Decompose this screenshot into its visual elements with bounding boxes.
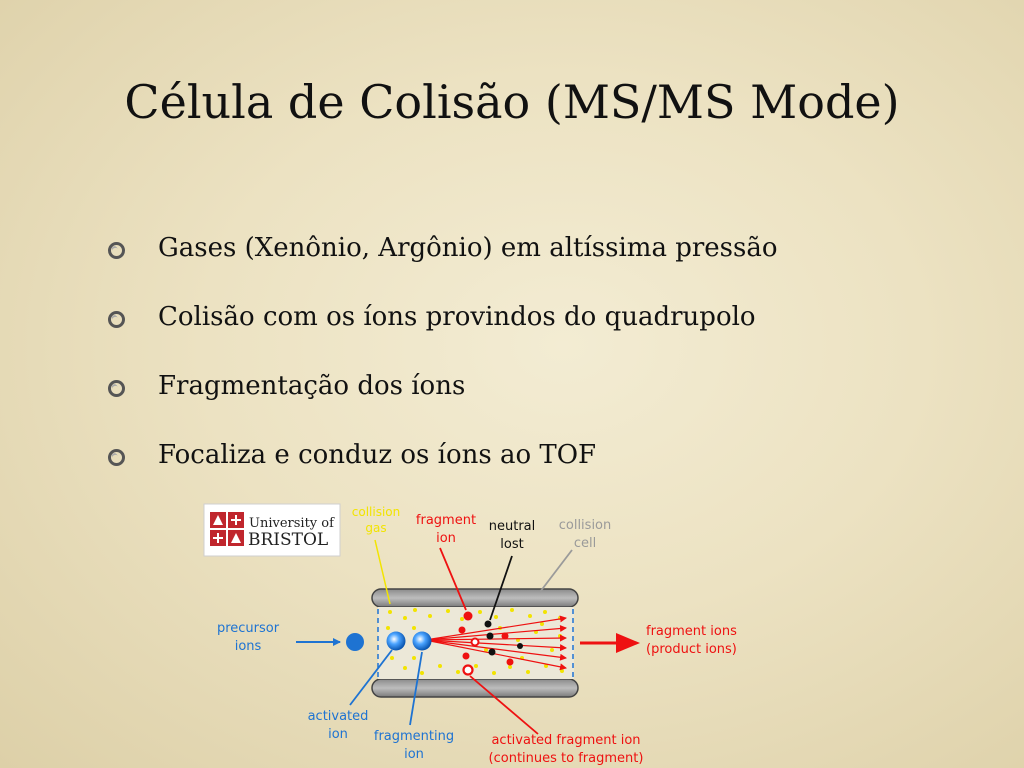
logo-line1: University of: [249, 516, 335, 531]
label-collision-cell-2: cell: [574, 536, 596, 551]
activated-pointer: [349, 649, 393, 706]
activated-fragment-pointer: [469, 675, 539, 735]
bullet-text: Colisão com os íons provindos do quadrup…: [158, 302, 756, 332]
label-neutral-lost-1: neutral: [489, 519, 536, 534]
logo-crest-icon: [210, 512, 244, 546]
bullet-text: Fragmentação dos íons: [158, 371, 466, 401]
activated-ion: [386, 631, 406, 651]
neutral-pointer: [489, 555, 513, 621]
cell-pointer: [539, 549, 573, 593]
logo-line2: BRISTOL: [248, 530, 328, 550]
gas-particles: [386, 608, 564, 675]
bullet-text: Gases (Xenônio, Argônio) em altíssima pr…: [158, 233, 778, 263]
logo-background: [203, 503, 341, 557]
label-fragment-ion-2: ion: [436, 531, 456, 546]
fragment-trajectories: [424, 615, 567, 671]
bullet-ring-icon: [108, 380, 125, 397]
cell-bottom-rod: [371, 678, 579, 698]
bullet-ring-icon: [108, 449, 125, 466]
label-product-ions: (product ions): [646, 642, 737, 657]
bullet-list: Gases (Xenônio, Argônio) em altíssima pr…: [108, 222, 778, 498]
output-arrow: [580, 633, 640, 653]
bullet-item: Gases (Xenônio, Argônio) em altíssima pr…: [108, 222, 778, 291]
label-collision-gas-2: gas: [365, 521, 386, 535]
label-fragmenting-ion-2: ion: [404, 747, 424, 762]
label-collision-cell-1: collision: [559, 518, 612, 533]
label-activated-fragment-2: (continues to fragment): [489, 751, 644, 766]
fragment-ions: [458, 611, 523, 676]
label-fragment-ions: fragment ions: [646, 624, 737, 639]
fragmenting-pointer: [409, 651, 423, 726]
label-collision-gas-1: collision: [352, 505, 400, 519]
university-logo: University of BRISTOL: [203, 503, 341, 557]
bullet-text: Focaliza e conduz os íons ao TOF: [158, 440, 597, 470]
slide-title: Célula de Colisão (MS/MS Mode): [124, 75, 900, 129]
label-activated-ion-1: activated: [308, 709, 369, 724]
bullet-ring-icon: [108, 311, 125, 328]
cell-top-rod: [371, 588, 579, 608]
label-activated-fragment-1: activated fragment ion: [491, 733, 640, 748]
gas-pointer: [374, 539, 391, 605]
label-neutral-lost-2: lost: [500, 537, 523, 552]
bullet-ring-icon: [108, 242, 125, 259]
collision-cell-diagram: University of BRISTOL: [203, 503, 737, 766]
precursor-ion: [346, 633, 364, 651]
label-precursor-2: ions: [235, 639, 262, 654]
bullet-item: Fragmentação dos íons: [108, 360, 778, 429]
bullet-item: Colisão com os íons provindos do quadrup…: [108, 291, 778, 360]
label-fragmenting-ion-1: fragmenting: [374, 729, 454, 744]
label-activated-ion-2: ion: [328, 727, 348, 742]
label-precursor-1: precursor: [217, 621, 280, 636]
fragment-ion-pointer: [439, 547, 467, 611]
bullet-item: Focaliza e conduz os íons ao TOF: [108, 429, 778, 498]
fragmenting-ion: [412, 631, 432, 651]
label-fragment-ion-1: fragment: [416, 513, 476, 528]
